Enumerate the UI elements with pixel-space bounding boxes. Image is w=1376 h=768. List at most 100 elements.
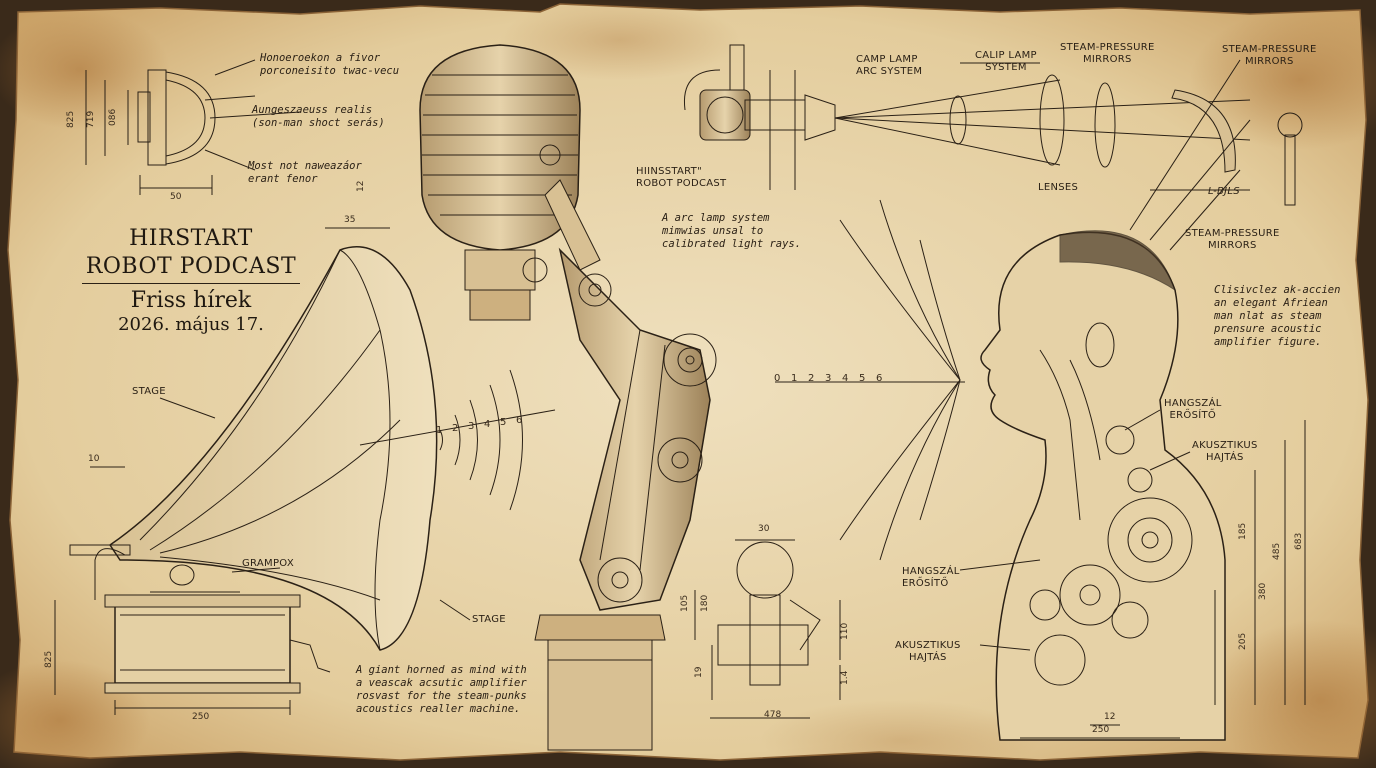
note-arc-lamp: A arc lamp system mimwias unsal to calib… — [662, 212, 801, 251]
dim-086: 086 — [108, 108, 118, 126]
scale-tick-label: 1 — [436, 425, 443, 436]
scale-tick-label: 6 — [516, 415, 523, 426]
note-top-left-3: Most not naweazáor erant fenor — [248, 160, 362, 186]
note-horn: A giant horned as mind with a veascak ac… — [356, 664, 527, 716]
note-line: amplifier figure. — [1214, 336, 1322, 348]
note-line: prensure acoustic — [1214, 323, 1322, 335]
title-subtitle: Friss hírek — [130, 288, 252, 313]
dim-110: 110 — [840, 622, 850, 640]
arc-lamp-drawing — [683, 44, 1303, 206]
label-stage-top: STAGE — [132, 386, 166, 397]
scale-tick-label: 5 — [859, 373, 866, 384]
note-line: Honoeroekon a fivor — [260, 52, 381, 64]
title-line-2: ROBOT PODCAST — [85, 254, 297, 279]
title-block: HIRSTART ROBOT PODCAST Friss hírek 2026.… — [76, 225, 306, 336]
dim-180: 180 — [700, 594, 710, 612]
label-line: MIRRORS — [1244, 56, 1294, 67]
title-rule — [82, 283, 300, 284]
note-line: porconeisito twac-vecu — [260, 65, 400, 77]
label-line: HANGSZÁL — [1164, 398, 1222, 409]
note-line: Aungeszaeuss realis — [252, 104, 373, 116]
label-akusztikus-2: AKUSZTIKUS HAJTÁS — [895, 640, 961, 664]
label-line: HANGSZÁL — [902, 566, 960, 577]
label-line: HIINSSTART" — [636, 166, 702, 177]
label-mirrors-3: STEAM-PRESSURE MIRRORS — [1185, 228, 1280, 252]
dim-719: 719 — [86, 110, 96, 128]
label-line: MIRRORS — [1082, 54, 1132, 65]
label-calip-lamp: CALIP LAMP SYSTEM — [975, 50, 1037, 74]
label-lenses: LENSES — [1038, 182, 1079, 193]
label-line: SYSTEM — [985, 62, 1027, 73]
dim-683: 683 — [1294, 532, 1304, 550]
dim-250-right: 250 — [1092, 725, 1110, 735]
title-date: 2026. május 17. — [118, 314, 264, 335]
dim-30: 30 — [758, 524, 770, 534]
label-line: MIRRORS — [1207, 240, 1257, 251]
label-line: ERŐSÍTŐ — [902, 578, 949, 589]
note-line: A arc lamp system — [662, 212, 770, 224]
note-line: mimwias unsal to — [662, 225, 764, 237]
label-l-bjls: L-BJLS — [1208, 186, 1240, 197]
label-stage-bottom: STAGE — [472, 614, 506, 625]
head-profile-drawing — [959, 59, 1306, 741]
label-line: AKUSZTIKUS — [895, 640, 961, 651]
note-line: Most not naweazáor — [248, 160, 362, 172]
scale-tick-label: 5 — [500, 417, 507, 428]
note-line: A giant horned as mind with — [356, 664, 527, 676]
label-line: HAJTÁS — [909, 652, 947, 663]
note-line: (son-man shoct serás) — [252, 117, 385, 129]
label-line: STEAM-PRESSURE — [1060, 42, 1155, 53]
note-line: erant fenor — [248, 173, 318, 185]
label-line: AKUSZTIKUS — [1192, 440, 1258, 451]
note-line: a veascak acsutic amplifier — [356, 677, 527, 689]
note-line: an elegant Afriean — [1214, 297, 1328, 309]
label-line: CALIP LAMP — [975, 50, 1037, 61]
dim-825-bottom: 825 — [44, 650, 54, 668]
note-line: man nlat as steam — [1214, 310, 1322, 322]
label-line: STEAM-PRESSURE — [1185, 228, 1280, 239]
note-line: rosvast for the steam-punks — [356, 690, 527, 702]
label-mirrors-2: STEAM-PRESSURE MIRRORS — [1222, 44, 1317, 68]
label-line: CAMP LAMP — [856, 54, 918, 65]
label-line: HAJTÁS — [1206, 452, 1244, 463]
title-line-1: HIRSTART — [129, 226, 253, 251]
note-figure: Clisivclez ak-accien an elegant Afriean … — [1214, 284, 1340, 349]
label-line: ARC SYSTEM — [856, 66, 923, 77]
dim-250-left: 250 — [192, 712, 210, 722]
gramophone-horn-drawing — [54, 227, 556, 715]
label-akusztikus-1: AKUSZTIKUS HAJTÁS — [1192, 440, 1258, 464]
dim-825-top: 825 — [66, 110, 76, 128]
label-camp-lamp: CAMP LAMP ARC SYSTEM — [856, 54, 922, 78]
dim-12b: 12 — [356, 180, 366, 192]
scale-tick-label: 2 — [808, 373, 815, 384]
dim-12: 12 — [1104, 712, 1116, 722]
label-grampox: GRAMPOX — [242, 558, 294, 569]
note-line: calibrated light rays. — [662, 238, 802, 250]
dim-50: 50 — [170, 192, 182, 202]
valve-detail-drawing — [694, 539, 841, 719]
top-left-section-drawing — [85, 59, 301, 195]
label-mirrors-1: STEAM-PRESSURE MIRRORS — [1060, 42, 1155, 66]
label-hangszal-2: HANGSZÁL ERŐSÍTŐ — [902, 566, 960, 590]
dim-205: 205 — [1238, 632, 1248, 650]
label-line: STEAM-PRESSURE — [1222, 44, 1317, 55]
microphone-arm-drawing — [419, 44, 717, 751]
dim-1-4: 1.4 — [840, 670, 850, 685]
scale-tick-label: 6 — [876, 373, 883, 384]
label-line: ERŐSÍTŐ — [1169, 410, 1217, 421]
sound-wave-arcs — [775, 199, 965, 561]
dim-105: 105 — [680, 594, 690, 612]
label-hiinsstart: HIINSSTART" ROBOT PODCAST — [636, 166, 726, 190]
dim-380: 380 — [1258, 582, 1268, 600]
label-hangszal-1: HANGSZÁL ERŐSÍTŐ — [1164, 398, 1222, 422]
dim-485: 485 — [1272, 542, 1282, 560]
scale-tick-label: 1 — [791, 373, 798, 384]
label-line: ROBOT PODCAST — [636, 178, 727, 189]
scale-tick-label: 2 — [452, 423, 459, 434]
dim-35: 35 — [344, 215, 356, 225]
note-line: acoustics realler machine. — [356, 703, 521, 715]
dim-10: 10 — [88, 454, 100, 464]
scale-tick-label: 4 — [842, 373, 849, 384]
